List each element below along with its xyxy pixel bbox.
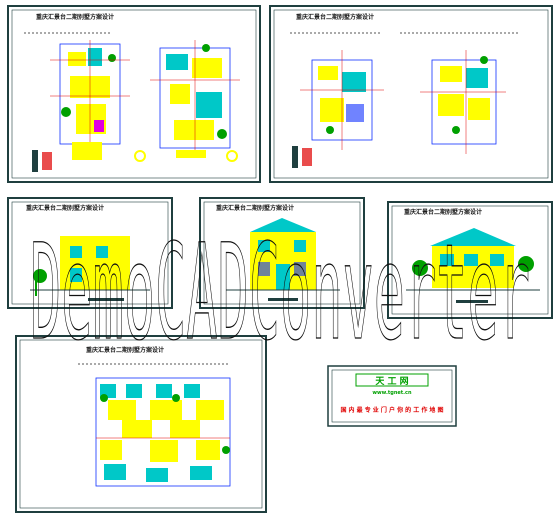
floor-plan-1b bbox=[134, 40, 240, 162]
sheet-5-title: 重庆汇景台二期别墅方案设计 bbox=[404, 208, 482, 216]
sheet-1-title: 重庆汇景台二期别墅方案设计 bbox=[36, 13, 114, 21]
stamp-url: www.tgnet.cn bbox=[372, 390, 412, 396]
stamp-site-name: 天 工 网 bbox=[375, 376, 408, 387]
sheet-1[interactable]: 重庆汇景台二期别墅方案设计 bbox=[7, 5, 261, 183]
watermark-text: DemoCADConverter bbox=[30, 216, 530, 370]
floor-plan-1a bbox=[50, 40, 130, 160]
elevation-4 bbox=[226, 218, 340, 301]
stamp-slogan: 国 内 最 专 业 门 户 你 的 工 作 地 图 bbox=[340, 406, 443, 414]
floor-plan-2a bbox=[300, 50, 384, 150]
sheet-2-title: 重庆汇景台二期别墅方案设计 bbox=[296, 13, 374, 21]
elevation-3 bbox=[30, 236, 150, 301]
sheet-3[interactable]: 重庆汇景台二期别墅方案设计 bbox=[7, 197, 173, 309]
sheet-6[interactable]: 重庆汇景台二期别墅方案设计 bbox=[15, 335, 267, 513]
elevation-5 bbox=[406, 228, 540, 303]
sheet-5[interactable]: 重庆汇景台二期别墅方案设计 bbox=[387, 201, 553, 319]
sheet-3-title: 重庆汇景台二期别墅方案设计 bbox=[26, 204, 104, 212]
sheet-4[interactable]: 重庆汇景台二期别墅方案设计 bbox=[199, 197, 365, 309]
sheet-6-title: 重庆汇景台二期别墅方案设计 bbox=[86, 346, 164, 354]
tianwang-stamp[interactable]: 天 工 网 www.tgnet.cn 国 内 最 专 业 门 户 你 的 工 作… bbox=[327, 365, 457, 427]
site-plan-6 bbox=[95, 377, 231, 487]
sheet-4-title: 重庆汇景台二期别墅方案设计 bbox=[216, 204, 294, 212]
sheet-2[interactable]: 重庆汇景台二期别墅方案设计 bbox=[269, 5, 553, 183]
floor-plan-2b bbox=[420, 50, 506, 154]
scale-bar-1 bbox=[32, 150, 38, 172]
